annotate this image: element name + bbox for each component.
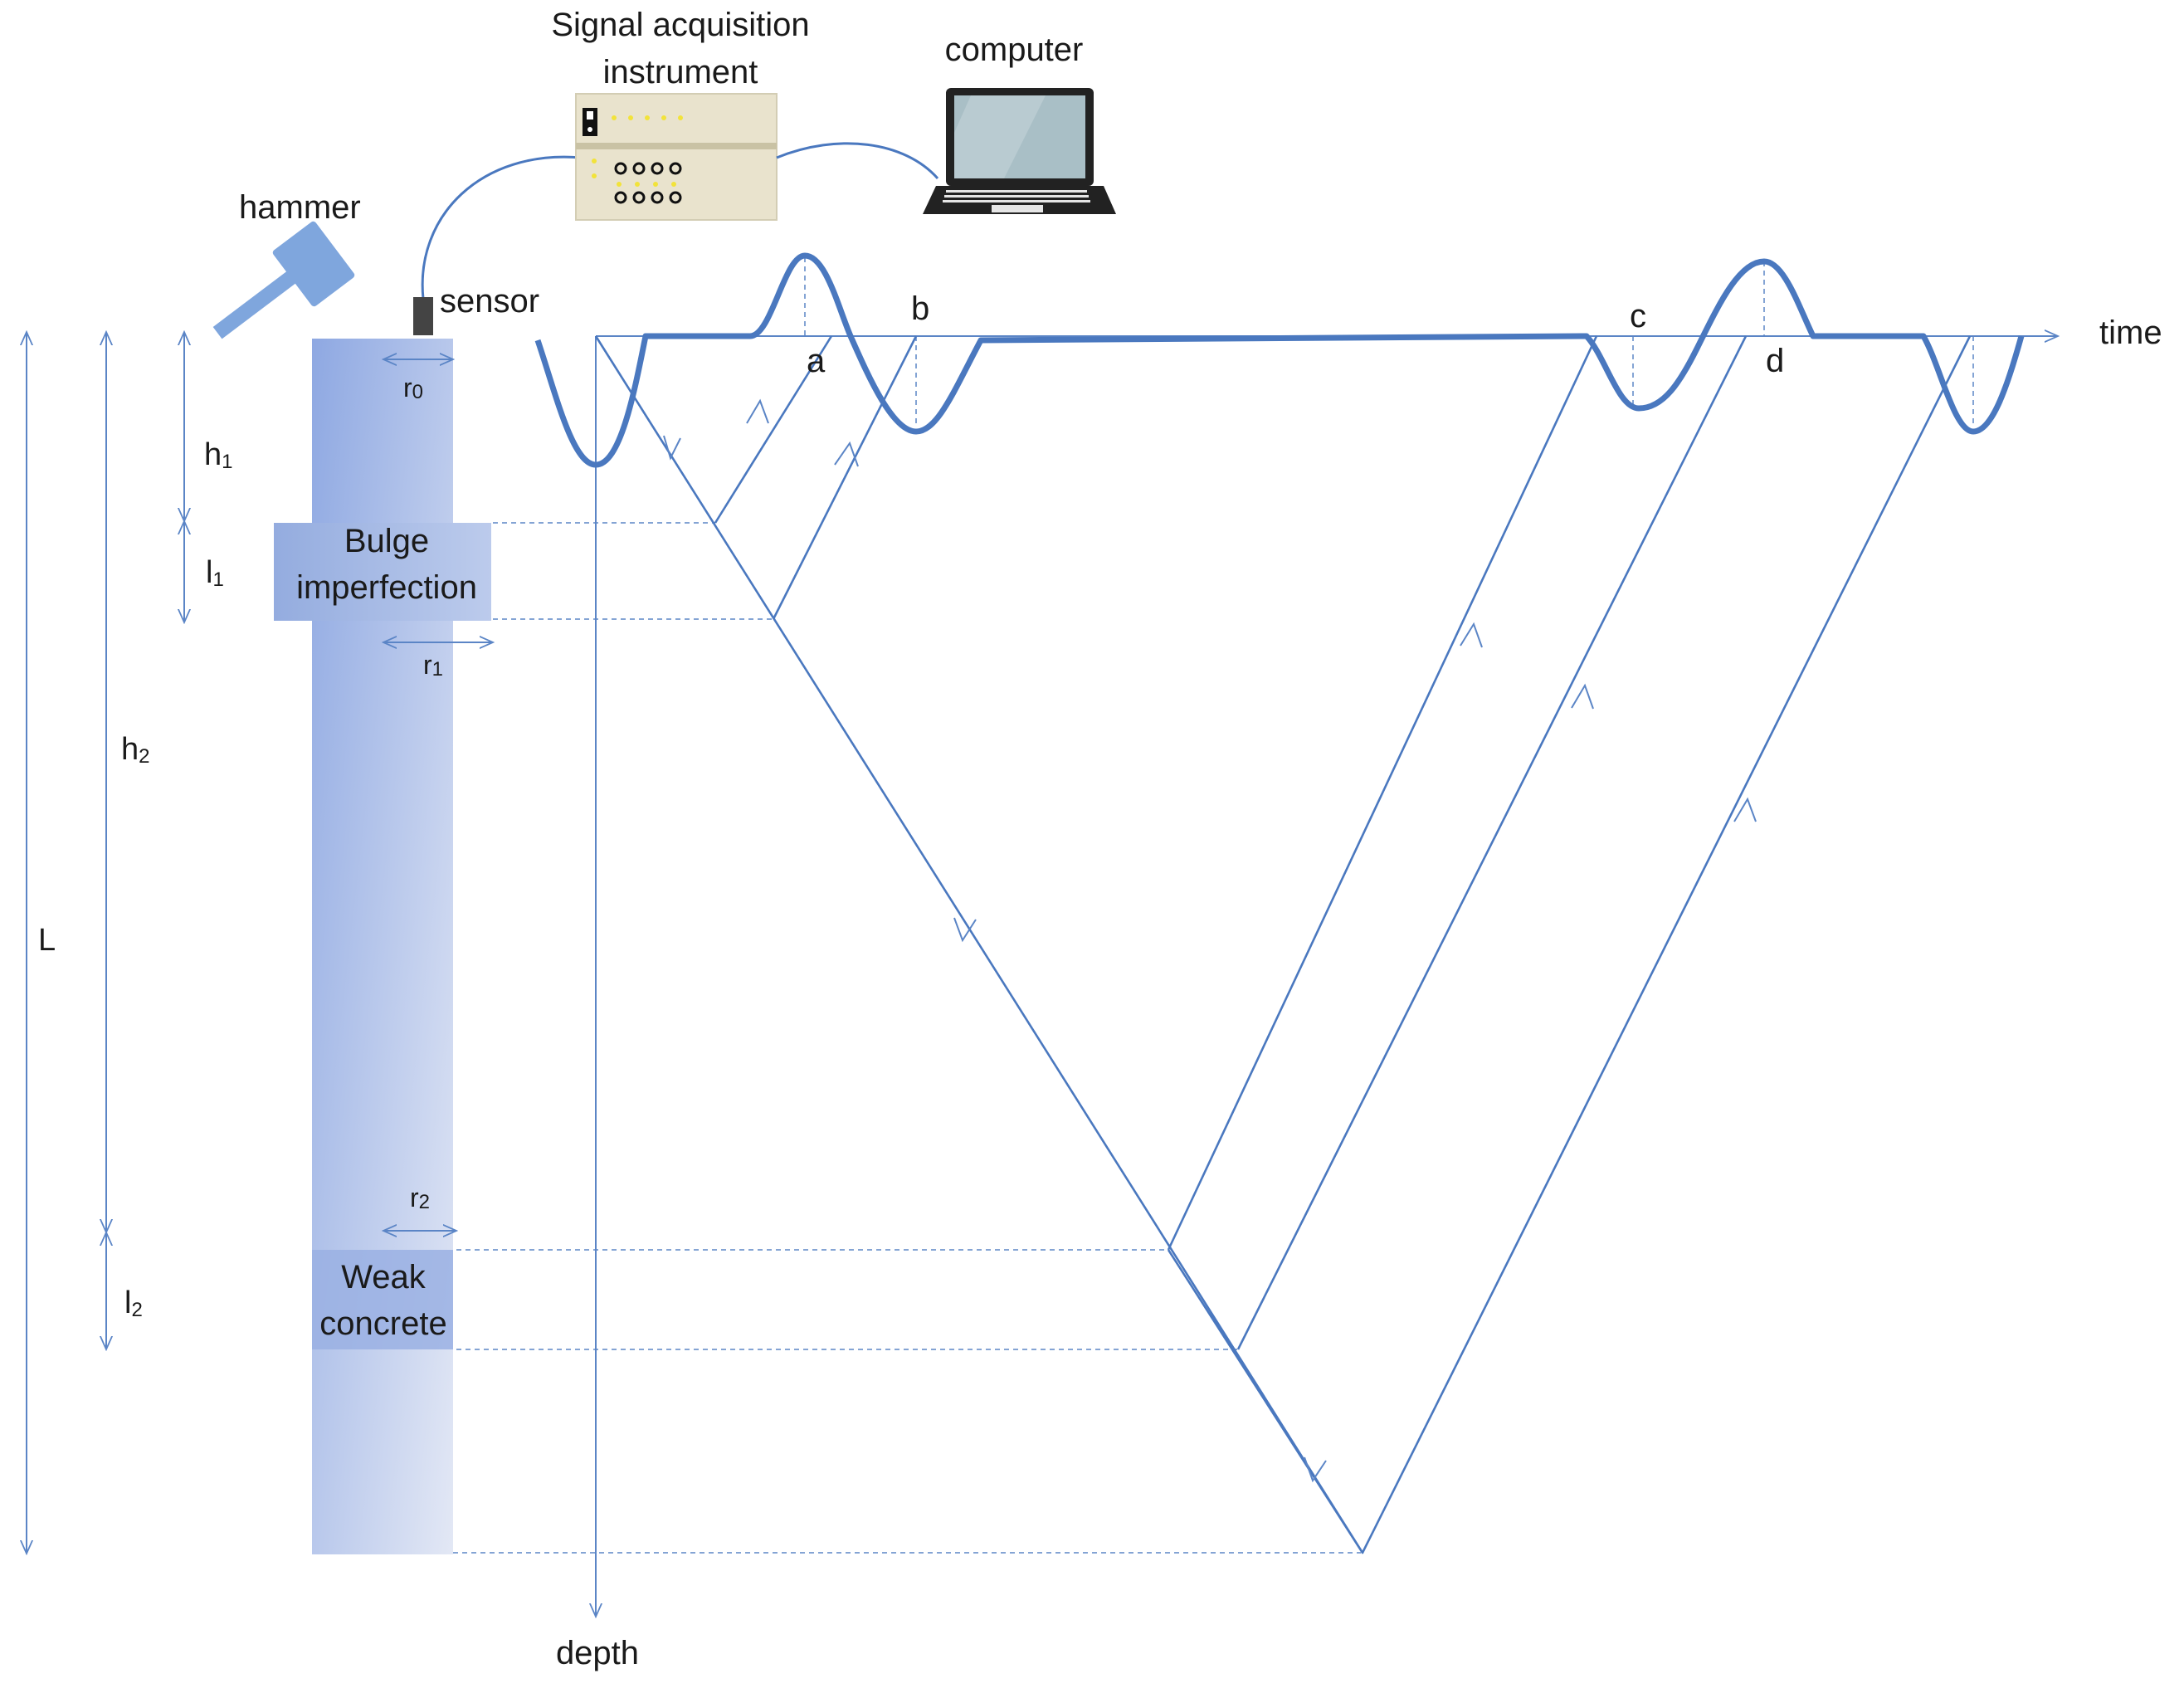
laptop-trackpad: [992, 205, 1043, 212]
instrument-label-line1: Signal acquisition: [551, 7, 809, 43]
arrow-up-5: [1733, 797, 1757, 822]
dim-r2-label: r2: [410, 1183, 430, 1213]
point-a-label: a: [807, 343, 826, 379]
dimension-lines: [27, 332, 493, 1554]
dim-r0-label: r0: [403, 373, 423, 403]
instrument-label-line2: instrument: [603, 54, 758, 90]
point-b-label: b: [911, 290, 929, 327]
dim-h2-label: h2: [121, 732, 150, 768]
instrument-divider: [576, 143, 777, 149]
wave-paths: [594, 335, 1972, 1554]
connector-ports: [614, 162, 682, 204]
point-d-label: d: [1766, 343, 1784, 379]
arrow-down-1: [663, 435, 681, 461]
hammer-icon: [212, 221, 355, 339]
dim-l2-label: l2: [124, 1286, 143, 1321]
arrow-up-1: [746, 398, 769, 424]
reflection-weak-bottom: [1236, 335, 1748, 1350]
dim-l1-label: l1: [206, 555, 224, 591]
reflection-bulge-top: [714, 335, 833, 524]
projection-lines: [453, 257, 1974, 1554]
incident-wave-path: [594, 335, 1364, 1554]
arrow-up-3: [1460, 622, 1483, 648]
instrument-body: [575, 93, 778, 221]
weak-label-line2: concrete: [319, 1305, 446, 1342]
laptop-keys: [943, 190, 1090, 202]
depth-axis-label: depth: [556, 1635, 639, 1671]
bulge-label-line1: Bulge: [344, 523, 429, 559]
dim-h1-label: h1: [204, 437, 233, 473]
signal-trace: [534, 252, 2025, 468]
reflection-weak-top: [1167, 335, 1598, 1251]
instrument-laptop-cable: [776, 142, 939, 179]
laptop-screen-glare: [954, 95, 1046, 178]
pile-shaft: [312, 339, 453, 1554]
computer-label: computer: [945, 32, 1084, 68]
weak-concrete-zone: [312, 1250, 453, 1349]
instrument-icon: [575, 93, 778, 221]
time-axis-label: time: [2099, 315, 2162, 351]
sensor-icon: [413, 297, 433, 335]
bulge-label-line2: imperfection: [296, 569, 477, 606]
arrow-up-4: [1571, 683, 1594, 710]
dim-L-label: L: [38, 923, 56, 958]
laptop-icon: [923, 88, 1116, 214]
arrow-up-2: [834, 441, 859, 467]
power-indicator: [587, 127, 592, 132]
weak-label-line1: Weak: [341, 1259, 427, 1295]
sensor-label: sensor: [440, 283, 539, 320]
arrow-down-2: [953, 917, 977, 943]
arrow-down-3: [1304, 1456, 1327, 1483]
pile: [274, 339, 491, 1554]
reflection-bulge-bottom: [772, 335, 918, 620]
indicator-lights: [592, 115, 683, 187]
bulge-imperfection: [274, 523, 491, 621]
hammer-label: hammer: [239, 189, 361, 226]
power-switch: [583, 108, 597, 136]
hammer-head: [272, 221, 355, 307]
sensor-cable: [421, 155, 582, 300]
dim-r1-label: r1: [423, 650, 443, 681]
reflection-pile-toe: [1361, 335, 1972, 1554]
direction-arrows: [663, 398, 1757, 1483]
point-c-label: c: [1630, 298, 1646, 334]
power-switch-toggle: [587, 111, 593, 120]
